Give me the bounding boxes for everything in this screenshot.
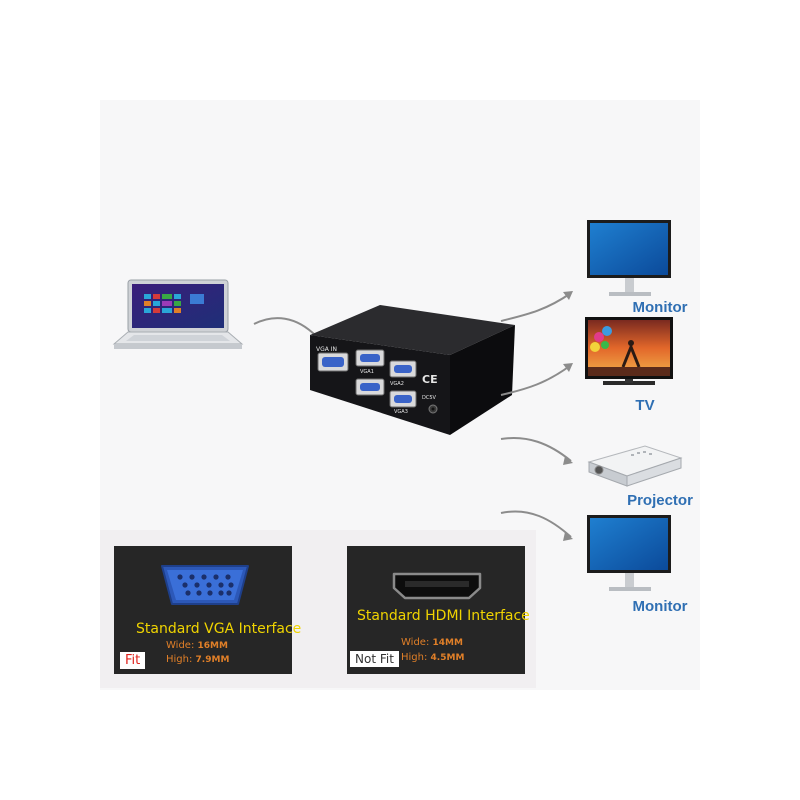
hdmi-interface-card: Standard HDMI Interface Wide: 14MM High:… <box>347 546 530 674</box>
hdmi-connector-icon <box>392 572 482 600</box>
monitor-bottom-label: Monitor <box>632 598 688 615</box>
vga-high: High: 7.9MM <box>166 654 230 665</box>
tv-label: TV <box>635 397 655 414</box>
hdmi-wide: Wide: 14MM <box>401 637 463 648</box>
monitor-top-image <box>587 220 671 296</box>
monitor-bottom-image <box>587 515 671 591</box>
projector-label: Projector <box>627 492 693 509</box>
port-label: VGA3 <box>394 409 408 415</box>
ce-mark: CE <box>422 373 438 386</box>
hdmi-not-fit-badge: Not Fit <box>350 651 399 667</box>
vga-interface-card: Standard VGA Interface Wide: 16MM High: … <box>114 546 301 674</box>
port-label: VGA1 <box>360 369 374 375</box>
hdmi-high: High: 4.5MM <box>401 652 465 663</box>
port-label: VGA2 <box>390 381 404 387</box>
output-arrows <box>500 291 573 541</box>
tv-image <box>585 317 673 385</box>
projector-image <box>587 445 683 487</box>
monitor-top-label: Monitor <box>632 299 688 316</box>
front-panel-label: VGA IN <box>316 346 337 353</box>
power-label: DC5V <box>422 395 437 401</box>
vga-title: Standard VGA Interface <box>136 621 302 637</box>
input-cable <box>253 317 317 337</box>
vga-connector-icon <box>161 565 249 605</box>
vga-fit-badge: Fit <box>120 652 146 669</box>
hdmi-title: Standard HDMI Interface <box>357 608 530 624</box>
vga-wide: Wide: 16MM <box>166 640 228 651</box>
laptop-image <box>112 279 244 349</box>
